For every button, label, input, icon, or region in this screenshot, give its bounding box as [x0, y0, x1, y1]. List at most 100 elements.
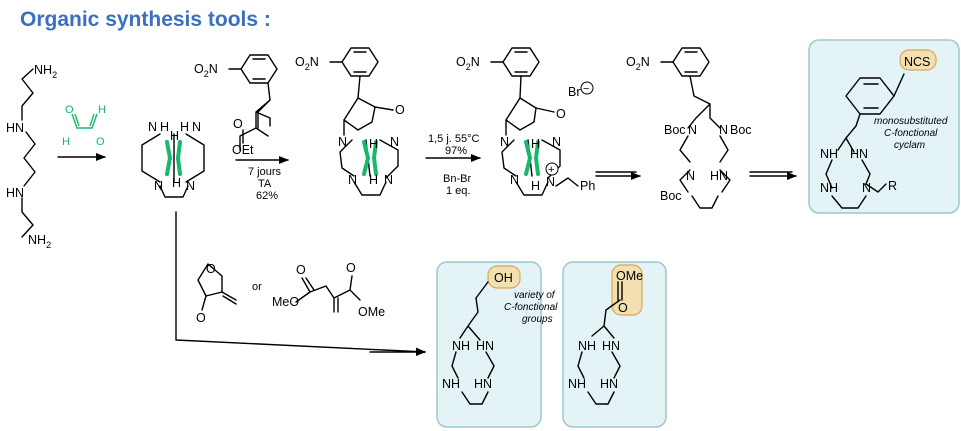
note-line: groups: [522, 314, 553, 325]
atom-nh: NH: [820, 147, 838, 161]
charge-plus: +: [548, 164, 554, 176]
note-line: C-fonctional: [504, 302, 558, 313]
atom-n: N: [686, 169, 695, 183]
atom-o: O: [395, 103, 405, 117]
atom-hn: HN: [6, 121, 24, 135]
atom-ncs: NCS: [904, 55, 930, 69]
atom-ome: OMe: [616, 269, 643, 283]
atom-ome: OMe: [358, 305, 385, 319]
atom-n: N: [186, 179, 195, 193]
atom-hn: HN: [6, 186, 24, 200]
atom-n: N: [338, 135, 347, 149]
alpha-methylene-butyrolactone: O O: [196, 262, 237, 325]
atom-o: O: [65, 104, 74, 116]
atom-o: O: [206, 262, 216, 276]
atom-h: H: [170, 129, 179, 143]
atom-h: H: [160, 120, 169, 134]
charge-minus: −: [583, 83, 589, 95]
note-line: C-fonctional: [884, 128, 938, 139]
atom-nh: NH: [442, 377, 460, 391]
bisaminal: N H H N N N H H: [141, 120, 205, 198]
atom-hn: HN: [710, 169, 728, 183]
atom-oet: OEt: [232, 143, 254, 157]
branch-arrow: [175, 211, 426, 356]
atom-n: N: [390, 135, 399, 149]
atom-boc: Boc: [660, 189, 682, 203]
atom-o: O: [346, 261, 356, 275]
atom-o: O: [556, 107, 566, 121]
atom-ph: Ph: [580, 179, 595, 193]
atom-hn: HN: [600, 377, 618, 391]
atom-o: O: [296, 263, 306, 277]
nitro-group: O2N: [626, 55, 650, 72]
atom-nh: NH: [568, 377, 586, 391]
dimethyl-itaconate: O MeO O OMe: [272, 261, 385, 319]
atom-br: Br: [568, 85, 581, 99]
atom-meo: MeO: [272, 295, 299, 309]
atom-h: H: [172, 176, 181, 190]
atom-n: N: [862, 181, 871, 195]
condition-temp: TA: [258, 178, 272, 190]
atom-hn: HN: [474, 377, 492, 391]
atom-nh: NH: [820, 181, 838, 195]
atom-hn: HN: [476, 339, 494, 353]
reagent-equiv: 1 eq.: [446, 185, 470, 197]
atom-n: N: [552, 135, 561, 149]
atom-h: H: [531, 179, 540, 193]
note-line: variety of: [514, 290, 556, 301]
condition-time: 7 jours: [248, 166, 282, 178]
charge-plus-icon: [545, 162, 559, 176]
atom-h: H: [369, 173, 378, 187]
atom-boc: Boc: [730, 123, 752, 137]
atom-n: N: [154, 179, 163, 193]
atom-nh2: NH2: [34, 63, 57, 80]
atom-n: N: [719, 123, 728, 137]
atom-oh: OH: [494, 271, 513, 285]
atom-nh: NH: [578, 339, 596, 353]
product-box-ncs: [808, 39, 960, 214]
ncs-highlight: [899, 49, 937, 71]
bisaminal-lactam: O2N O N N N N H H: [295, 47, 405, 196]
note-line: cyclam: [894, 140, 925, 151]
linear-tetraamine: NH2 HN HN NH2: [6, 63, 57, 250]
atom-nh: NH: [452, 339, 470, 353]
reagent-bnbr: Bn-Br: [443, 173, 471, 185]
atom-n: N: [348, 173, 357, 187]
nitro-group: O2N: [456, 55, 480, 72]
nitro-group: O2N: [295, 55, 319, 72]
benzyl-ammonium: O2N O N N N N + H H Ph Br −: [456, 47, 595, 196]
ncs-cyclam: NCS NH HN NH N R monosubstituted C-fonct…: [820, 55, 948, 209]
atom-h: H: [531, 137, 540, 151]
atom-n: N: [510, 173, 519, 187]
atom-n: N: [192, 120, 201, 134]
condition-yield: 62%: [256, 190, 278, 202]
atom-nh2: NH2: [28, 233, 51, 250]
atom-hn: HN: [602, 339, 620, 353]
atom-n: N: [384, 173, 393, 187]
or-label: or: [252, 281, 262, 293]
atom-h: H: [369, 137, 378, 151]
atom-h: H: [180, 120, 189, 134]
atom-o: O: [233, 117, 243, 131]
nitrobenzyl-acrylate: O2N O OEt: [194, 54, 278, 157]
condition-yield: 97%: [445, 145, 467, 157]
atom-n: N: [546, 175, 555, 189]
note-line: monosubstituted: [874, 116, 948, 127]
condition-temp: 1,5 j. 55°C: [428, 133, 480, 145]
atom-o: O: [196, 311, 206, 325]
atom-hn: HN: [850, 147, 868, 161]
atom-h: H: [98, 104, 106, 116]
oh-highlight: [487, 265, 521, 289]
ome-highlight: [611, 264, 643, 316]
product-box-hydroxyethyl: [436, 261, 542, 428]
atom-r: R: [888, 179, 897, 193]
atom-n: N: [148, 120, 157, 134]
atom-boc: Boc: [664, 123, 686, 137]
atom-h: H: [62, 136, 70, 148]
atom-n: N: [500, 135, 509, 149]
hydroxyethyl-cyclam: OH NH HN NH HN: [442, 271, 513, 405]
atom-o: O: [96, 136, 105, 148]
atom-o: O: [618, 301, 628, 315]
page-title: Organic synthesis tools :: [20, 8, 271, 31]
